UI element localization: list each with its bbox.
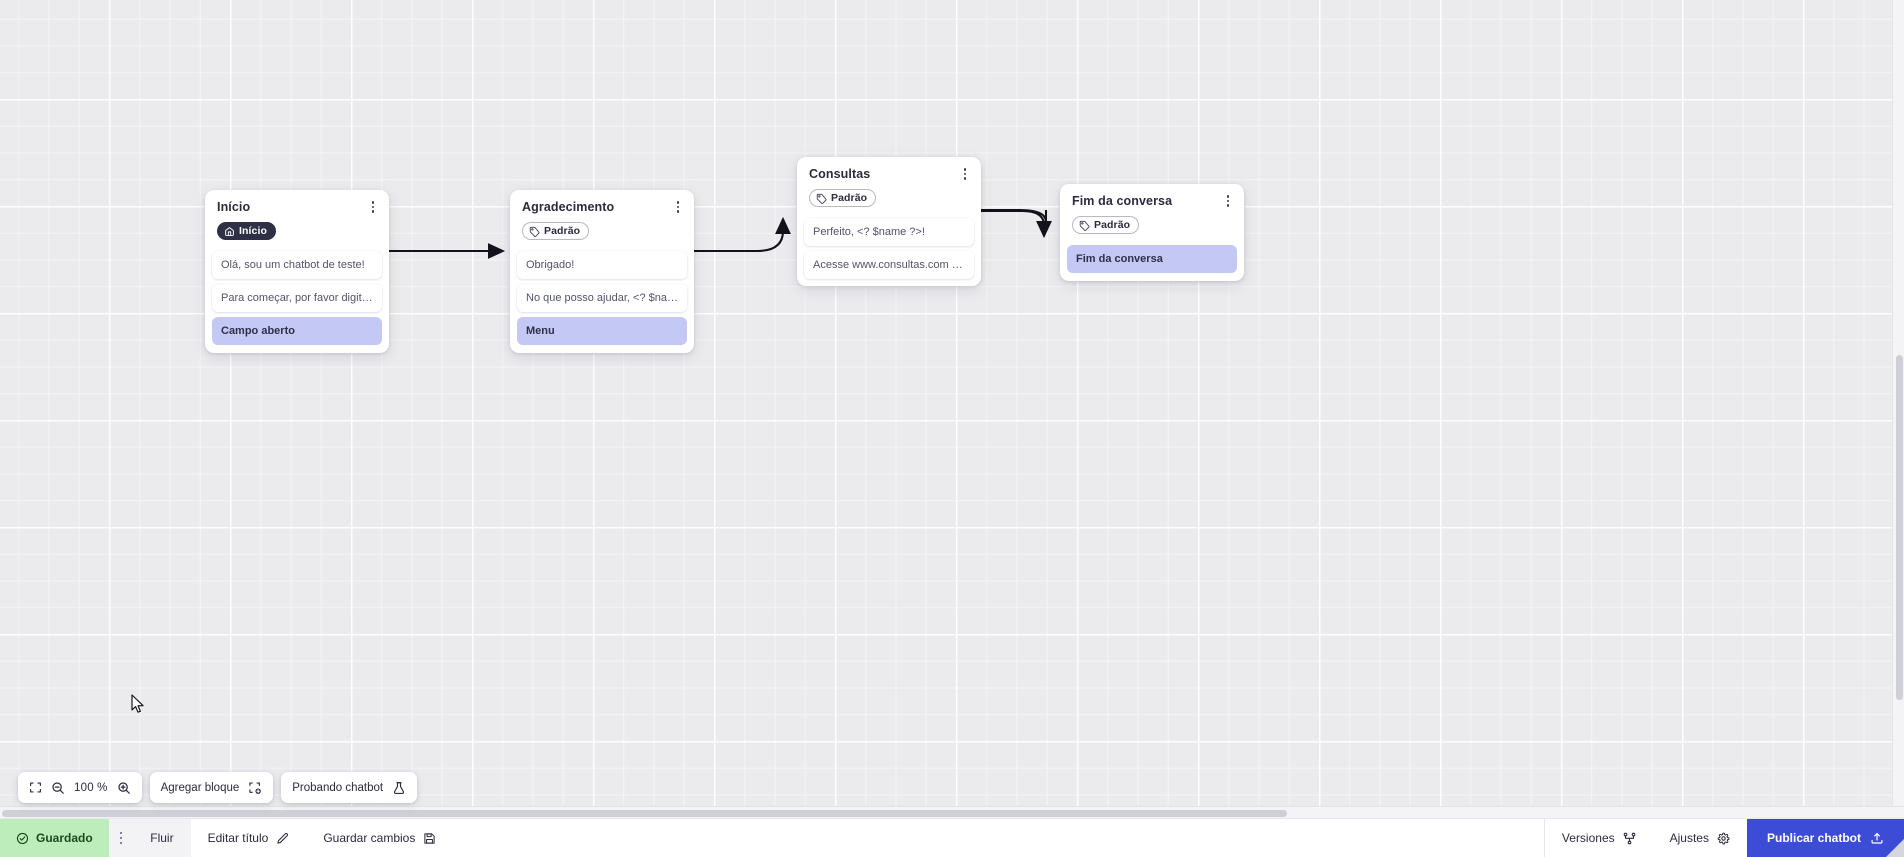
node-message[interactable]: Para começar, por favor digite o ... bbox=[212, 283, 382, 312]
node-badge[interactable]: Padrão bbox=[522, 222, 590, 240]
node-action-block[interactable]: Fim da conversa bbox=[1067, 244, 1237, 273]
upload-icon bbox=[1870, 831, 1884, 845]
scrollbar-thumb[interactable] bbox=[2, 810, 1287, 817]
add-block-label: Agregar bloque bbox=[160, 781, 240, 794]
add-block-icon bbox=[248, 781, 262, 795]
versions-label: Versiones bbox=[1561, 831, 1615, 845]
node-badge-label: Padrão bbox=[544, 225, 581, 237]
node-message[interactable]: No que posso ajudar, <? $name ... bbox=[517, 283, 687, 312]
edit-title-label: Editar título bbox=[207, 831, 269, 845]
bottom-bar-right-group: Versiones Ajustes bbox=[1543, 819, 1904, 857]
node-menu-icon[interactable] bbox=[958, 166, 972, 182]
node-badge-label: Início bbox=[239, 225, 268, 237]
publish-chatbot-label: Publicar chatbot bbox=[1766, 831, 1861, 845]
settings-button[interactable]: Ajustes bbox=[1653, 819, 1747, 857]
tab-fluir[interactable]: Fluir bbox=[133, 819, 191, 857]
pencil-icon bbox=[276, 832, 289, 845]
save-changes-label: Guardar cambios bbox=[323, 831, 416, 845]
bottom-bar-left-group: Guardado Fluir Editar título Guardar cam… bbox=[0, 819, 453, 857]
branch-icon bbox=[1623, 832, 1636, 845]
status-badge-saved: Guardado bbox=[0, 819, 109, 857]
fit-screen-icon[interactable] bbox=[29, 781, 42, 794]
node-badge[interactable]: Início bbox=[217, 222, 277, 240]
node-message[interactable]: Acesse www.consultas.com par... bbox=[804, 250, 974, 279]
node-menu-icon[interactable] bbox=[1221, 193, 1235, 209]
node-title: Fim da conversa bbox=[1072, 194, 1173, 208]
node-badge-label: Padrão bbox=[831, 192, 868, 204]
node-badge[interactable]: Padrão bbox=[1072, 216, 1140, 234]
tag-icon bbox=[816, 193, 827, 204]
node-message[interactable]: Perfeito, <? $name ?>! bbox=[804, 217, 974, 246]
test-chatbot-label: Probando chatbot bbox=[292, 781, 384, 794]
node-title: Início bbox=[217, 200, 251, 214]
node-header: Agradecimento Padrão bbox=[510, 190, 694, 251]
node-message[interactable]: Obrigado! bbox=[517, 250, 687, 279]
node-badge[interactable]: Padrão bbox=[809, 189, 877, 207]
bottom-bar-spacer bbox=[453, 819, 1544, 857]
tag-icon bbox=[529, 226, 540, 237]
tag-icon bbox=[1079, 220, 1090, 231]
node-header: Início Início bbox=[205, 190, 389, 251]
node-action-block[interactable]: Campo aberto bbox=[212, 316, 382, 345]
edit-title-button[interactable]: Editar título bbox=[191, 819, 307, 857]
flow-node-consultas[interactable]: Consultas Padrão Perfeito, <? $name ?>! … bbox=[797, 157, 981, 286]
node-message[interactable]: Olá, sou um chatbot de teste! bbox=[212, 250, 382, 279]
scrollbar-thumb[interactable] bbox=[1896, 355, 1903, 700]
test-chatbot-button[interactable]: Probando chatbot bbox=[281, 772, 418, 803]
canvas-horizontal-scrollbar[interactable] bbox=[0, 806, 1904, 818]
status-badge-label: Guardado bbox=[36, 831, 93, 845]
edge-consultas-fim bbox=[952, 209, 1052, 239]
node-menu-icon[interactable] bbox=[671, 199, 685, 215]
canvas-vertical-scrollbar[interactable] bbox=[1892, 0, 1904, 806]
gear-icon bbox=[1717, 832, 1730, 845]
check-circle-icon bbox=[16, 832, 29, 845]
flow-options-menu-icon[interactable] bbox=[108, 819, 134, 857]
flow-node-inicio[interactable]: Início Início Olá, sou um chatbot de tes… bbox=[205, 190, 389, 353]
tab-fluir-label: Fluir bbox=[150, 831, 174, 845]
node-badge-label: Padrão bbox=[1094, 219, 1131, 231]
resize-corner-icon bbox=[1886, 839, 1904, 857]
node-header: Consultas Padrão bbox=[797, 157, 981, 218]
node-action-block[interactable]: Menu bbox=[517, 316, 687, 345]
zoom-out-icon[interactable] bbox=[51, 781, 65, 795]
node-title: Agradecimento bbox=[522, 200, 615, 214]
flow-canvas[interactable]: Início Início Olá, sou um chatbot de tes… bbox=[0, 0, 1904, 818]
bottom-status-bar: Guardado Fluir Editar título Guardar cam… bbox=[0, 818, 1904, 857]
flow-node-agradecimento[interactable]: Agradecimento Padrão Obrigado! No que po… bbox=[510, 190, 694, 353]
zoom-level-value: 100 % bbox=[74, 781, 108, 794]
canvas-toolbar: 100 % Agregar bloque P bbox=[18, 772, 418, 803]
node-header: Fim da conversa Padrão bbox=[1060, 184, 1244, 245]
versions-button[interactable]: Versiones bbox=[1545, 819, 1653, 857]
save-changes-button[interactable]: Guardar cambios bbox=[306, 819, 453, 857]
node-title: Consultas bbox=[809, 167, 871, 181]
settings-label: Ajustes bbox=[1669, 831, 1709, 845]
save-icon bbox=[423, 832, 436, 845]
zoom-controls: 100 % bbox=[18, 772, 142, 803]
flow-node-fim-da-conversa[interactable]: Fim da conversa Padrão Fim da conversa bbox=[1060, 184, 1244, 281]
home-icon bbox=[224, 226, 235, 237]
zoom-in-icon[interactable] bbox=[117, 781, 131, 795]
add-block-button[interactable]: Agregar bloque bbox=[149, 772, 274, 803]
node-menu-icon[interactable] bbox=[366, 199, 380, 215]
flask-icon bbox=[392, 781, 406, 795]
flow-connections bbox=[362, 208, 1052, 259]
publish-chatbot-button[interactable]: Publicar chatbot bbox=[1746, 819, 1904, 857]
edge-agradecimento-consultas bbox=[665, 216, 791, 253]
